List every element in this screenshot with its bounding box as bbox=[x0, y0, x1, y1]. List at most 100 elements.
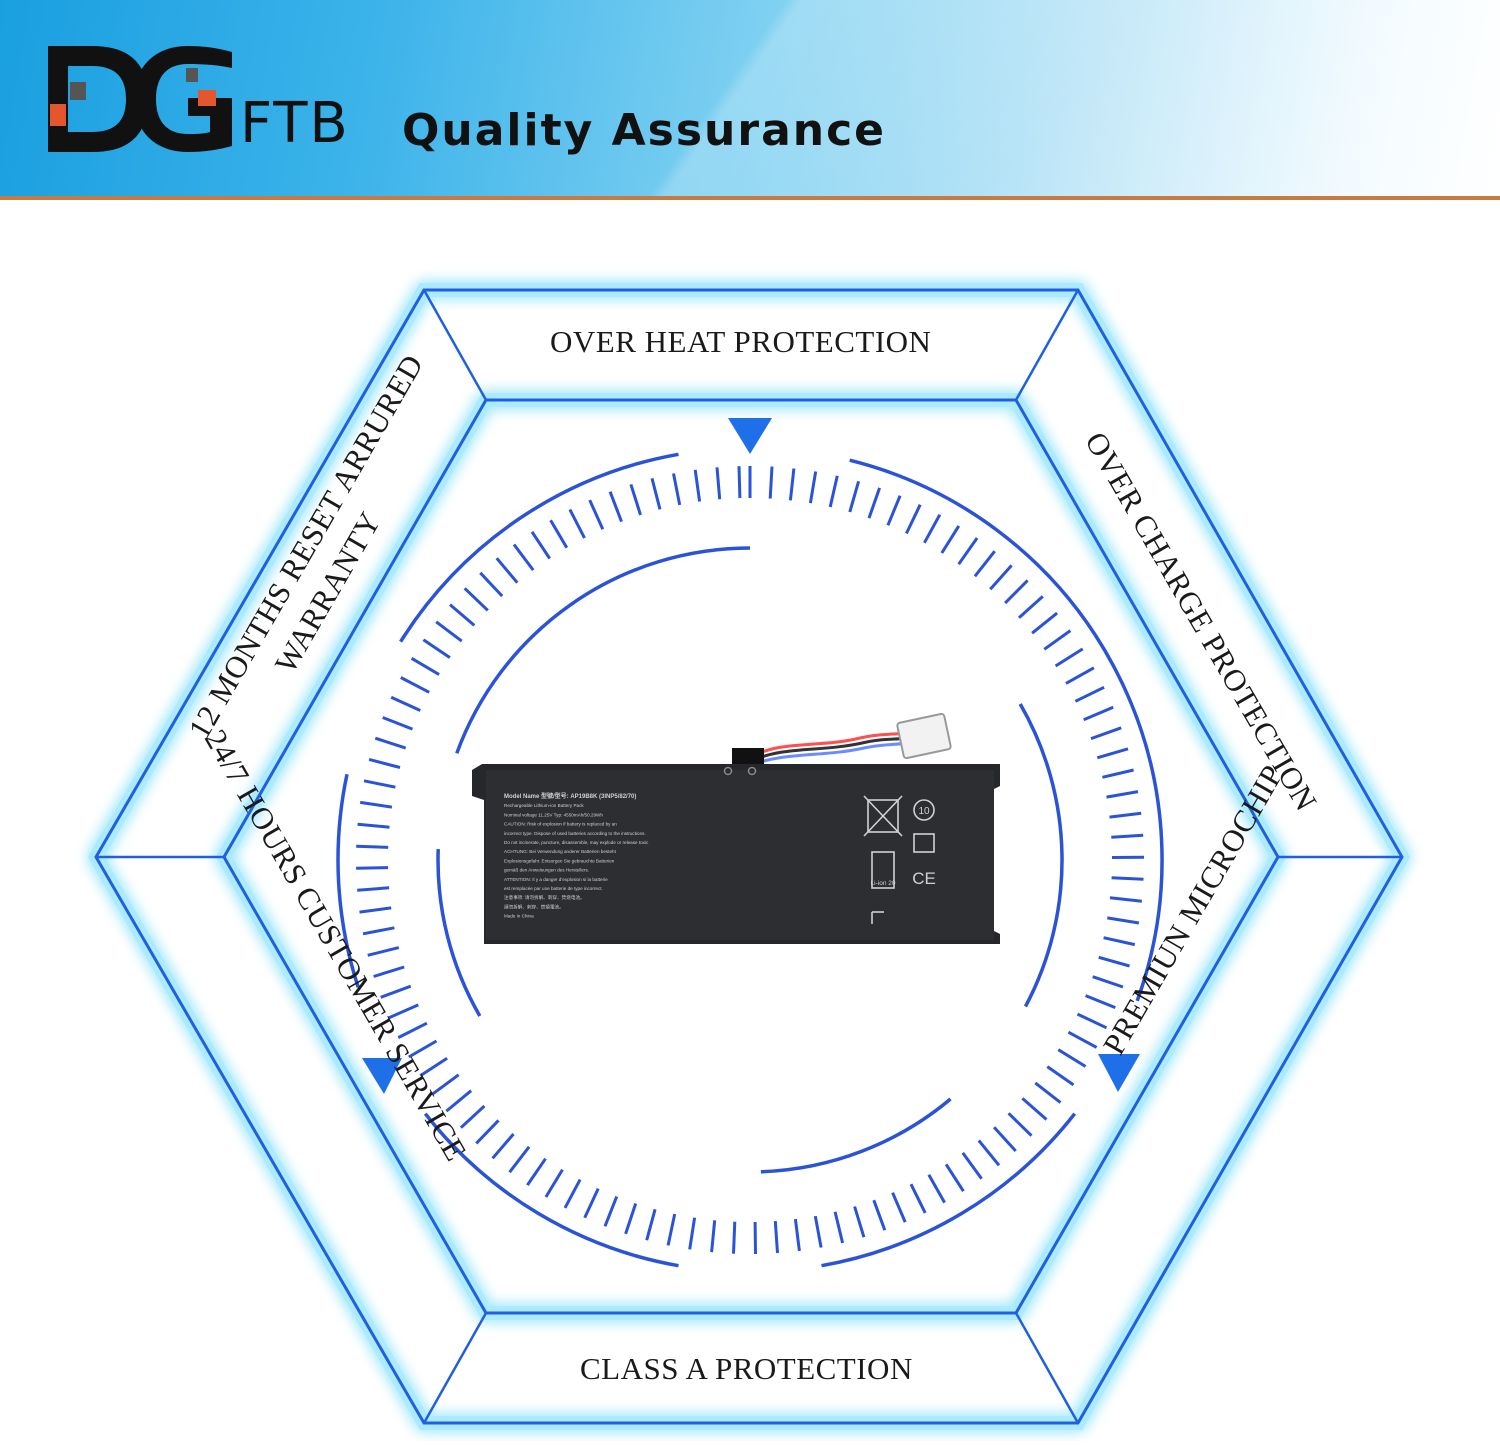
ring-tick bbox=[360, 802, 392, 807]
feature-label-top: OVER HEAT PROTECTION bbox=[550, 324, 931, 360]
ring-tick bbox=[1107, 792, 1139, 798]
ring-tick bbox=[695, 470, 699, 502]
ring-tick bbox=[647, 1209, 655, 1240]
ring-tick bbox=[830, 476, 837, 507]
ring-tick bbox=[963, 1153, 982, 1179]
ring-tick bbox=[514, 545, 533, 571]
ring-tick bbox=[994, 1127, 1016, 1151]
battery-label-line: est remplacée par une batterie de type i… bbox=[504, 886, 603, 891]
brand-name: FTB bbox=[240, 96, 350, 152]
ring-tick bbox=[810, 472, 815, 504]
ring-tick bbox=[795, 1219, 799, 1251]
dg-logo-icon bbox=[48, 46, 232, 152]
inner-arc-left bbox=[438, 849, 480, 1016]
feature-hexagon-stage: Model Name 型號/型号: AP19B8K (3INP5/82/70) R… bbox=[0, 200, 1500, 1441]
ring-tick bbox=[975, 551, 995, 576]
ring-tick bbox=[775, 1221, 777, 1253]
inner-arc-bottom-right bbox=[761, 1099, 951, 1172]
ring-tick bbox=[631, 484, 641, 515]
ring-tick bbox=[1110, 813, 1142, 817]
ring-tick bbox=[734, 1222, 735, 1254]
ring-tick bbox=[874, 1200, 885, 1230]
ring-tick bbox=[497, 558, 518, 583]
ring-tick bbox=[668, 1214, 675, 1245]
hexagon-diagram: Model Name 型號/型号: AP19B8K (3INP5/82/70) R… bbox=[0, 200, 1500, 1441]
ring-tick bbox=[1047, 1067, 1073, 1085]
arrow-bottom-right-icon bbox=[1098, 1054, 1140, 1092]
ring-tick bbox=[770, 467, 772, 499]
ring-tick bbox=[532, 532, 550, 559]
ring-tick bbox=[423, 640, 450, 658]
ring-tick bbox=[652, 478, 660, 509]
arrow-top-icon bbox=[728, 418, 772, 454]
ring-tick bbox=[1009, 1113, 1032, 1135]
ring-tick bbox=[369, 759, 400, 767]
ring-tick bbox=[717, 467, 720, 499]
ring-tick bbox=[1111, 835, 1143, 837]
ring-tick bbox=[906, 505, 920, 534]
ring-tick bbox=[510, 1147, 529, 1172]
ring-tick bbox=[1091, 728, 1121, 739]
ring-tick bbox=[546, 1170, 563, 1197]
ring-tick bbox=[356, 868, 388, 869]
ring-tick bbox=[929, 1175, 945, 1203]
ring-tick bbox=[527, 1159, 545, 1185]
ring-tick bbox=[401, 678, 429, 693]
ring-tick bbox=[1102, 770, 1133, 777]
ring-tick bbox=[946, 1164, 963, 1191]
ring-tick bbox=[1086, 996, 1116, 1008]
ring-tick bbox=[585, 1189, 599, 1218]
ring-tick bbox=[888, 496, 900, 526]
ring-tick bbox=[1110, 898, 1142, 901]
battery-label-line: 注意事项: 请勿拆解、刺穿、焚烧电池。 bbox=[504, 894, 585, 901]
ring-tick bbox=[1044, 631, 1070, 650]
ring-tick bbox=[1078, 1014, 1107, 1028]
battery-label-line: incorrect type. Dispose of used batterie… bbox=[504, 831, 646, 836]
ring-tick bbox=[476, 1120, 498, 1143]
header-tagline: Quality Assurance bbox=[402, 106, 886, 156]
ring-tick bbox=[855, 1207, 864, 1238]
ring-tick bbox=[465, 588, 488, 610]
ring-tick bbox=[605, 1197, 617, 1227]
ring-tick bbox=[356, 846, 388, 847]
battery-label-line: ACHTUNG: Bei Verwendung anderer Batterie… bbox=[504, 849, 617, 854]
ring-tick bbox=[1104, 938, 1135, 945]
ring-tick bbox=[412, 658, 440, 674]
badge-liion: Li-ion 20 bbox=[871, 880, 896, 887]
battery-label-line: CAUTION: Risk of explosion if battery is… bbox=[504, 822, 617, 827]
battery-label-line: Rechargeable Lithium-ion Battery Pack bbox=[504, 803, 584, 808]
ring-tick bbox=[1035, 1083, 1060, 1103]
ring-tick bbox=[1075, 687, 1104, 701]
ring-tick bbox=[1093, 977, 1123, 987]
battery-label-line: Do not incinerate, puncture, disassemble… bbox=[504, 840, 649, 845]
battery-label-line: Model Name 型號/型号: AP19B8K (3INP5/82/70) bbox=[504, 792, 636, 800]
ring-tick bbox=[674, 474, 680, 505]
ring-tick bbox=[565, 1180, 580, 1208]
ring-tick bbox=[815, 1216, 821, 1247]
ring-tick bbox=[1019, 596, 1043, 617]
battery-label-line: gemäß den Anweisungen des Herstellers. bbox=[504, 868, 589, 873]
ring-tick bbox=[1032, 613, 1057, 633]
ring-tick bbox=[959, 538, 977, 564]
ring-tick bbox=[1097, 749, 1128, 758]
battery-label-line: ATTENTION: Il y a danger d'explosion si … bbox=[504, 877, 608, 882]
ring-tick bbox=[610, 492, 621, 522]
ring-tick bbox=[436, 622, 462, 641]
ring-tick bbox=[570, 510, 585, 538]
ring-tick bbox=[1068, 1032, 1096, 1047]
ring-tick bbox=[368, 948, 399, 956]
ring-tick bbox=[450, 605, 474, 626]
ring-tick bbox=[626, 1204, 636, 1234]
ring-tick bbox=[391, 697, 420, 710]
header-banner: FTB Quality Assurance bbox=[0, 0, 1500, 196]
ring-tick bbox=[1099, 957, 1130, 966]
ring-tick bbox=[990, 565, 1011, 589]
battery-label-line: Made in China bbox=[504, 914, 534, 919]
ring-tick bbox=[712, 1220, 715, 1252]
badge-cycles: 10 bbox=[918, 806, 930, 817]
ring-tick bbox=[979, 1141, 999, 1166]
ring-tick bbox=[493, 1134, 514, 1158]
ring-tick bbox=[363, 928, 394, 934]
ring-tick bbox=[358, 824, 390, 827]
ring-tick bbox=[375, 738, 405, 748]
